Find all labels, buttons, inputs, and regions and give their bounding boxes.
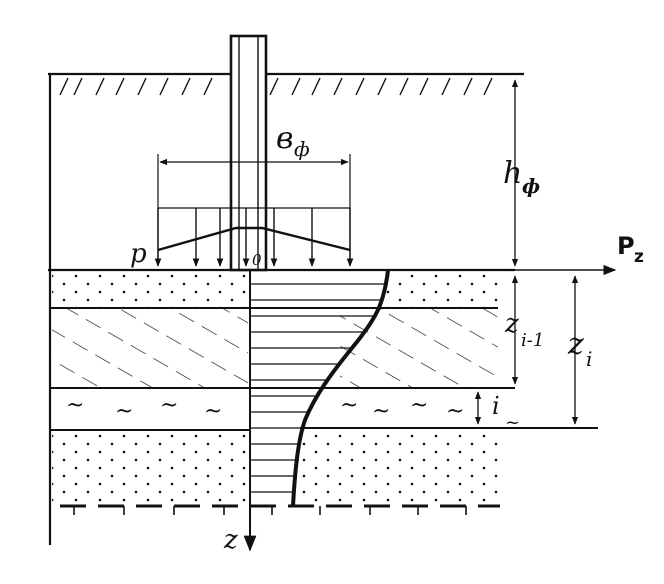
soil-layers [52, 270, 498, 506]
depth-label-subscript: ф [522, 174, 540, 198]
zi1-label-subscript: i-1 [521, 330, 544, 351]
clay-layer-left [52, 308, 248, 388]
z-axis-label: z [223, 525, 238, 555]
outline-lines [48, 72, 598, 545]
svg-text:~: ~ [410, 393, 428, 418]
depth-dimensions [474, 79, 579, 425]
clay-layer-right [340, 308, 498, 388]
vertical-stress-curve [291, 269, 390, 507]
svg-text:~: ~ [66, 393, 84, 418]
svg-text:~: ~ [340, 393, 358, 418]
silt-layer-marks: ~ ~ ~ ~ ~ ~ ~ ~ [66, 393, 464, 424]
width-label-subscript: ф [294, 137, 310, 161]
svg-text:~: ~ [446, 399, 464, 424]
pressure-label: p [130, 239, 147, 269]
sand-layer-top-right [385, 270, 498, 308]
layer-i-label: i [492, 392, 500, 420]
layer-i-tilde: ~ [505, 412, 520, 433]
sand-layer-bottom-right [298, 430, 498, 506]
zi-label: z [567, 327, 584, 362]
stress-diagram-lines [250, 283, 386, 493]
sand-layer-bottom-left [52, 430, 248, 506]
depth-label: h [503, 156, 522, 191]
svg-text:~: ~ [372, 399, 390, 424]
column [229, 34, 268, 272]
svg-text:~: ~ [115, 399, 133, 424]
text-labels: в ф h ф p 0 P z z i-1 z i i ~ z [130, 121, 644, 555]
sand-layer-top-left [52, 270, 248, 308]
pressure-diagram [154, 207, 354, 267]
origin-label: 0 [252, 251, 262, 269]
ground-surface-hatch [59, 77, 493, 96]
zi1-label: z [504, 309, 519, 339]
width-label: в [276, 121, 293, 156]
force-label: P [617, 232, 635, 260]
svg-text:~: ~ [204, 399, 222, 424]
dashed-line-ticks [73, 506, 467, 515]
force-label-subscript: z [634, 247, 644, 267]
zi-label-subscript: i [586, 347, 592, 371]
svg-text:~: ~ [160, 393, 178, 418]
